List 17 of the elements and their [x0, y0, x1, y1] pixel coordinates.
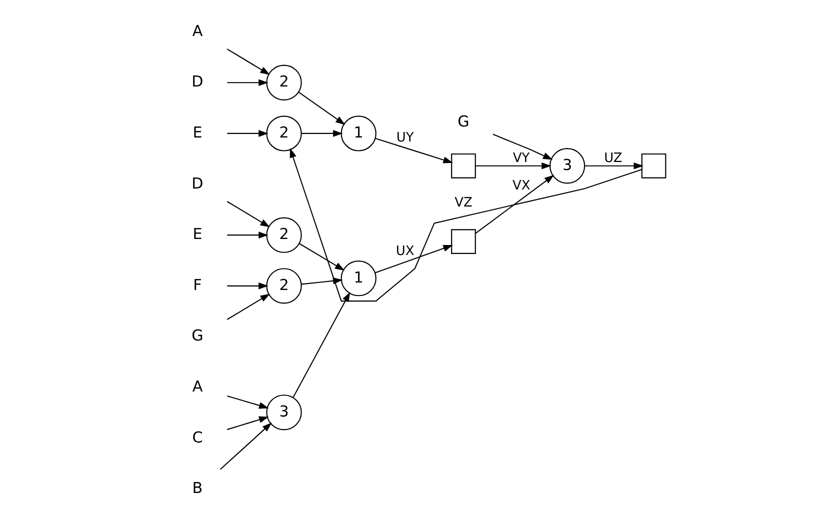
- edge-label: VY: [512, 151, 530, 166]
- edge-label: UX: [396, 244, 414, 260]
- node-text: G: [458, 112, 470, 131]
- node-text: E: [192, 123, 202, 142]
- node-text: A: [192, 378, 203, 396]
- edge-label: VX: [512, 178, 530, 194]
- edge-label: VZ: [454, 196, 472, 211]
- node-text: A: [192, 22, 203, 40]
- edge-label: UZ: [604, 151, 622, 166]
- edge-label: UY: [396, 130, 414, 146]
- node-text: C: [192, 428, 203, 446]
- node-text: E: [192, 225, 202, 244]
- node-text: D: [192, 72, 204, 91]
- node-text: D: [192, 174, 204, 192]
- node-text: B: [192, 479, 203, 498]
- node-text: G: [192, 326, 204, 345]
- node-text: F: [193, 276, 202, 294]
